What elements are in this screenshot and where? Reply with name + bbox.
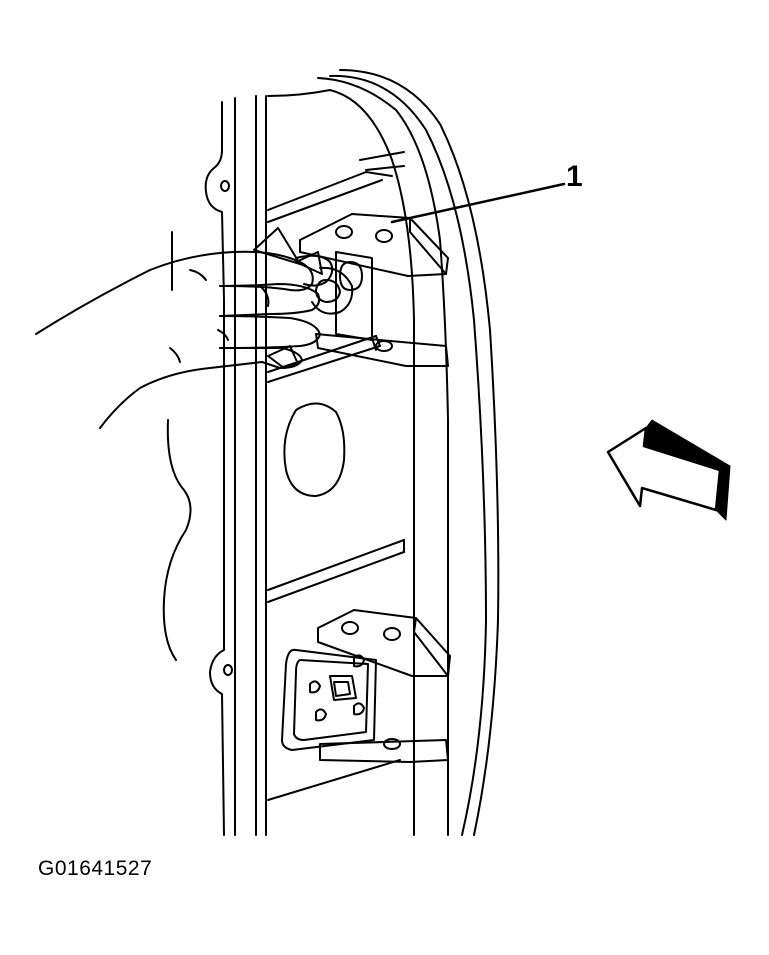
lower-hinge-bolt-b (384, 628, 400, 640)
callout-leader-line (392, 184, 564, 222)
upper-hinge-bolt-b (376, 230, 392, 242)
upper-hinge-bolt-c (376, 341, 392, 351)
lower-hinge (282, 610, 450, 762)
pillar-hole-lower (224, 665, 232, 675)
pin-markers (254, 228, 322, 368)
callout-label-1: 1 (566, 160, 583, 193)
figure-id-label: G01641527 (38, 857, 153, 880)
access-hole (284, 403, 344, 496)
upper-hinge-bolt-a (336, 226, 352, 238)
lower-hinge-bolt-c (384, 739, 400, 749)
pillar-hole-upper (221, 181, 229, 191)
view-arrow-icon (608, 420, 730, 520)
upper-hinge (300, 214, 448, 366)
hand (36, 252, 332, 428)
lower-hinge-bolt-a (342, 622, 358, 634)
pillar-panel (164, 70, 499, 835)
